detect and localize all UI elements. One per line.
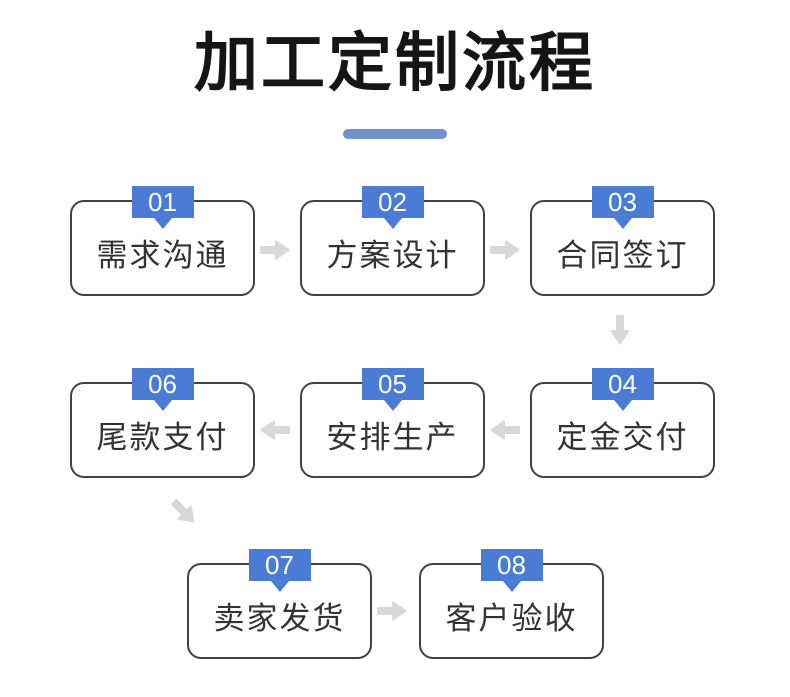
step-number: 02 bbox=[378, 186, 407, 217]
step-number-badge: 04 bbox=[591, 368, 654, 400]
step-label: 尾款支付 bbox=[96, 419, 229, 455]
step-label: 定金交付 bbox=[556, 419, 689, 455]
step-number: 03 bbox=[608, 186, 637, 217]
step-number: 01 bbox=[148, 186, 177, 217]
step-card-5: 05 安排生产 bbox=[300, 368, 485, 478]
step-number: 08 bbox=[497, 549, 526, 580]
step-label: 卖家发货 bbox=[213, 600, 346, 636]
step-card-7: 07 卖家发货 bbox=[187, 549, 372, 659]
arrow-right-icon bbox=[260, 238, 290, 262]
title-underline-bar bbox=[343, 129, 447, 139]
arrow-left-icon bbox=[490, 418, 520, 442]
step-label: 客户验收 bbox=[445, 600, 578, 636]
step-number-badge: 08 bbox=[480, 549, 543, 581]
step-card-6: 06 尾款支付 bbox=[70, 368, 255, 478]
step-number: 04 bbox=[608, 368, 637, 399]
step-number: 06 bbox=[148, 368, 177, 399]
arrow-down-icon bbox=[608, 315, 632, 345]
arrow-down-right-icon bbox=[165, 493, 203, 531]
page-title: 加工定制流程 bbox=[194, 27, 596, 99]
step-number-badge: 05 bbox=[361, 368, 424, 400]
step-number-badge: 03 bbox=[591, 186, 654, 218]
arrow-left-icon bbox=[260, 418, 290, 442]
step-number-badge: 06 bbox=[131, 368, 194, 400]
step-number: 07 bbox=[265, 549, 294, 580]
step-card-8: 08 客户验收 bbox=[419, 549, 604, 659]
step-card-1: 01 需求沟通 bbox=[70, 186, 255, 296]
step-number-badge: 01 bbox=[131, 186, 194, 218]
step-number-badge: 02 bbox=[361, 186, 424, 218]
step-card-2: 02 方案设计 bbox=[300, 186, 485, 296]
arrow-right-icon bbox=[490, 238, 520, 262]
step-card-3: 03 合同签订 bbox=[530, 186, 715, 296]
step-number: 05 bbox=[378, 368, 407, 399]
step-label: 合同签订 bbox=[556, 237, 689, 273]
step-label: 安排生产 bbox=[326, 419, 459, 455]
step-card-4: 04 定金交付 bbox=[530, 368, 715, 478]
step-label: 需求沟通 bbox=[96, 237, 229, 273]
step-number-badge: 07 bbox=[248, 549, 311, 581]
step-label: 方案设计 bbox=[326, 237, 459, 273]
arrow-right-icon bbox=[377, 599, 407, 623]
